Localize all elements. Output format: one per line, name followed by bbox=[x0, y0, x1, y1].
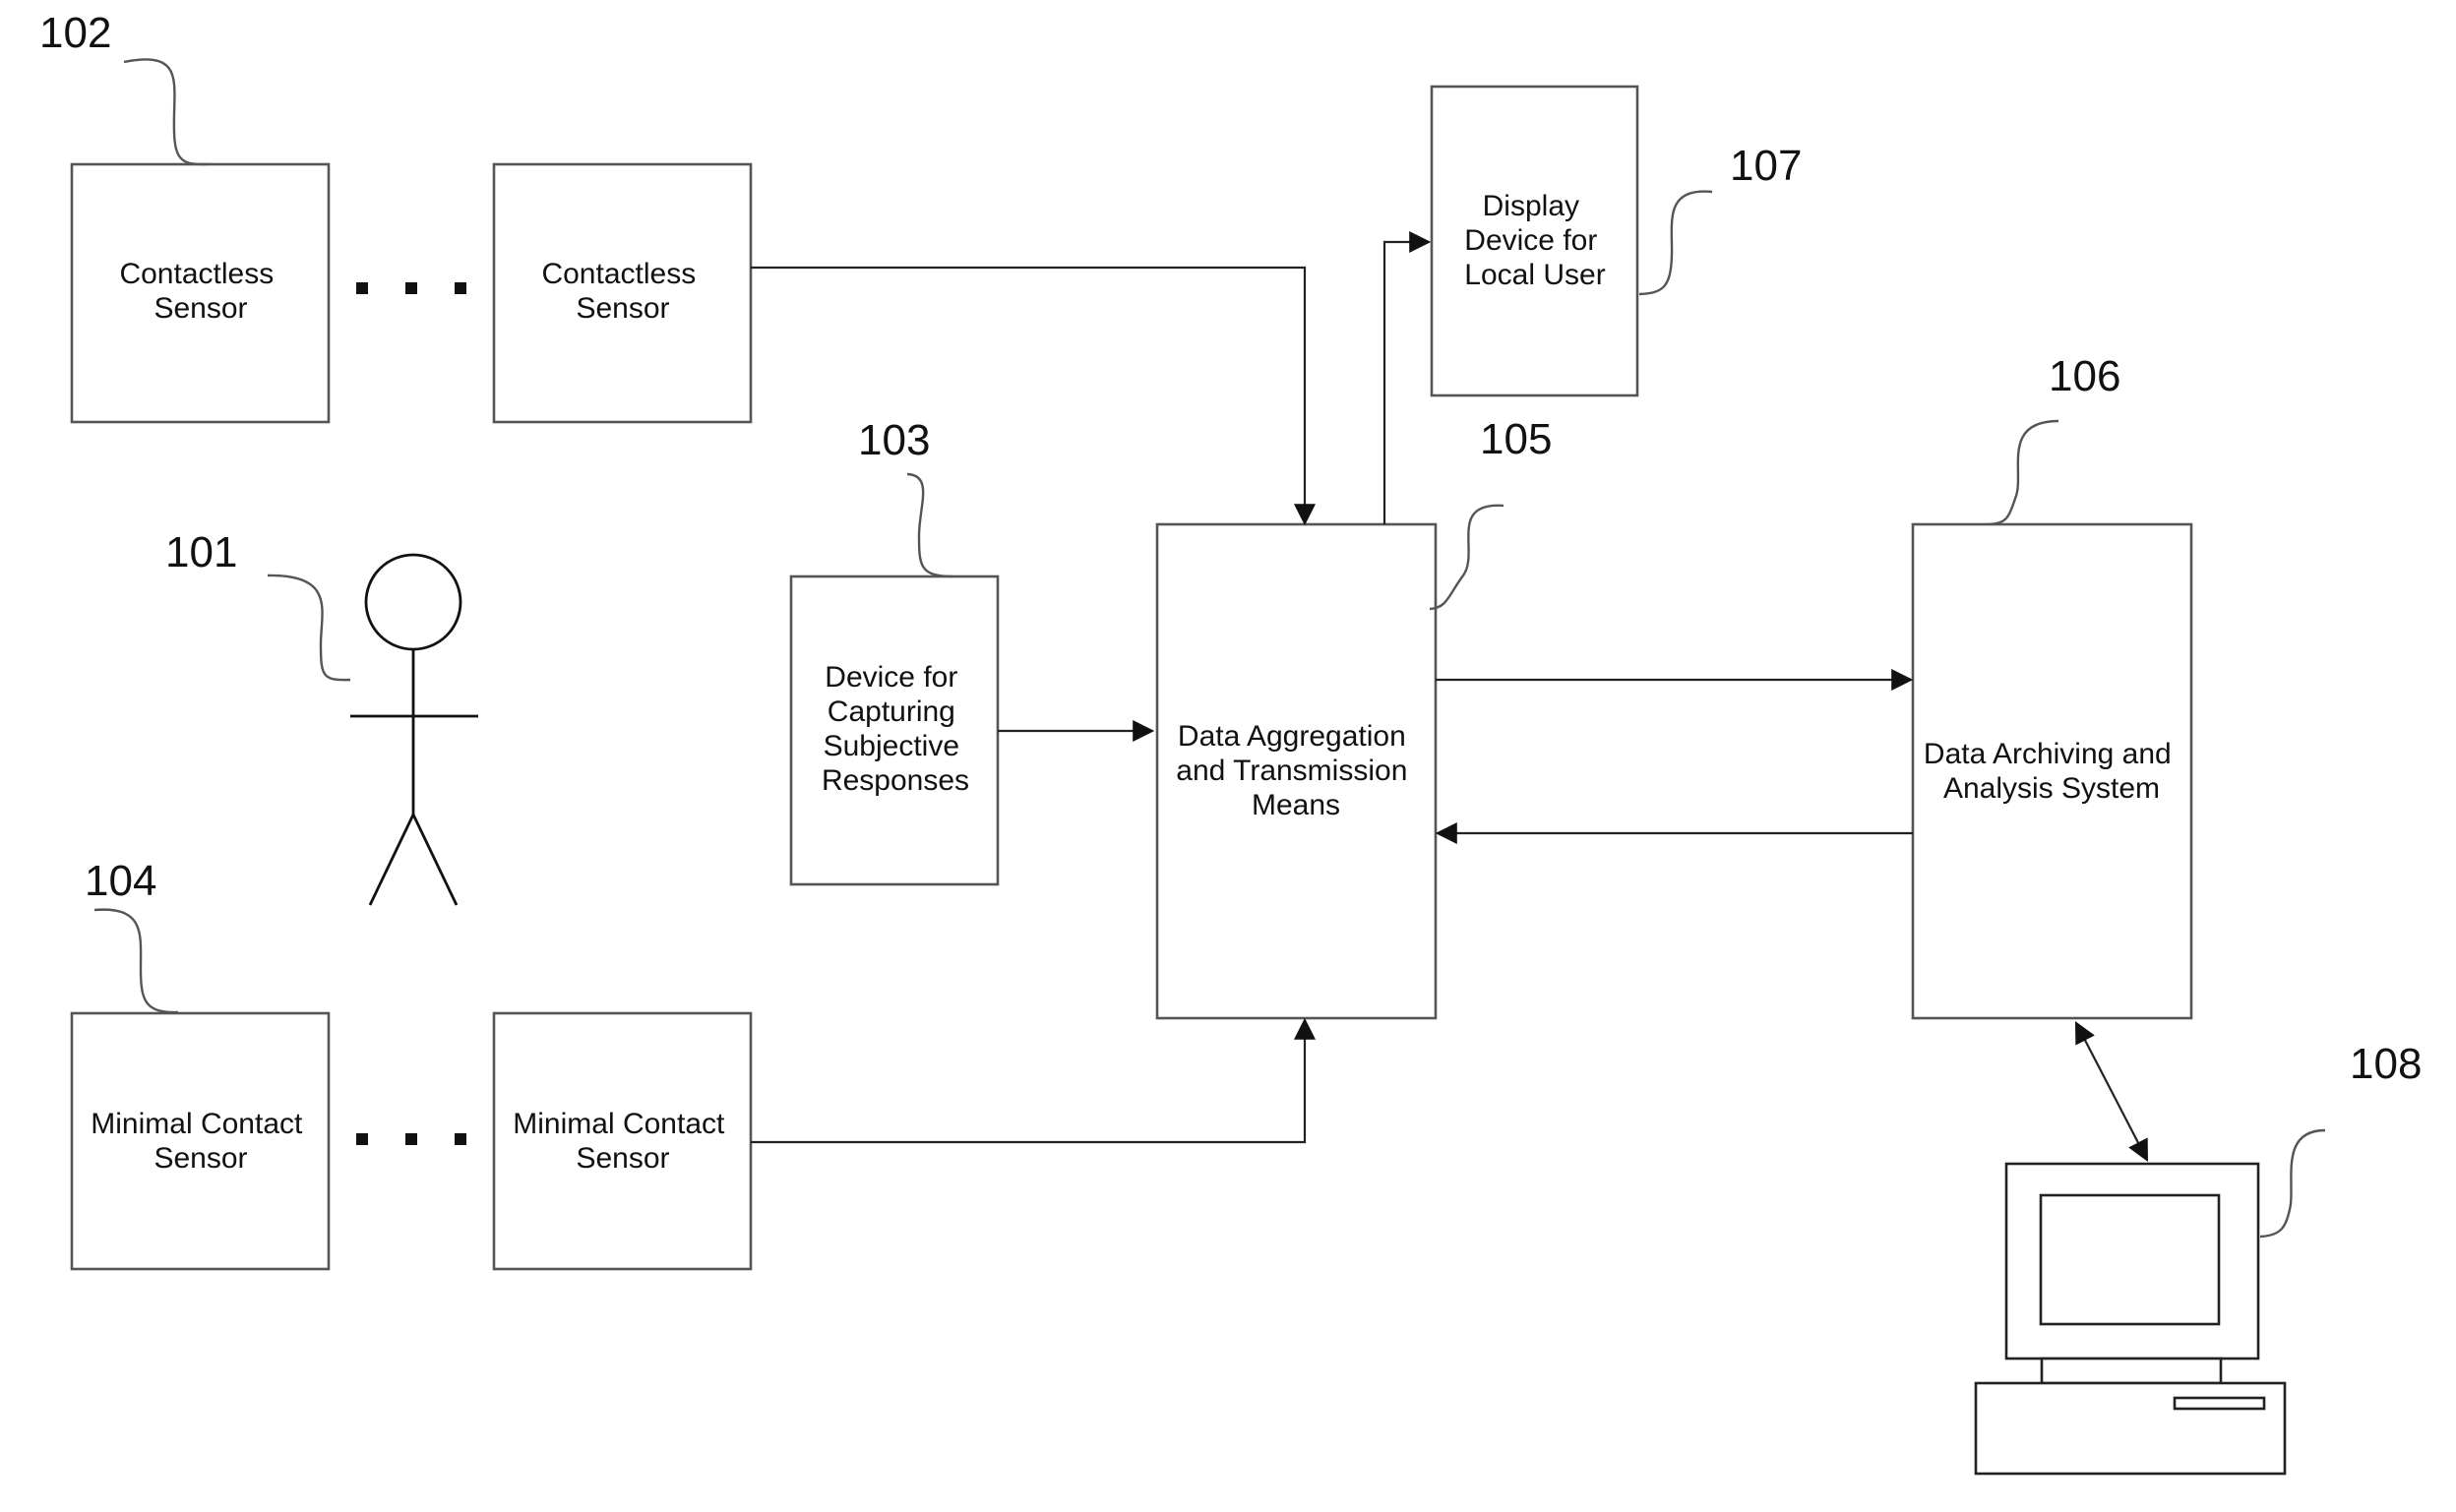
aggregation-box: Data Aggregation and Transmission Means bbox=[1157, 524, 1436, 1018]
ref-101-leader bbox=[268, 575, 350, 680]
minimal-contact-sensor-box-1: Minimal Contact Sensor bbox=[72, 1013, 329, 1269]
contactless-sensor-box-1: Contactless Sensor bbox=[72, 164, 329, 422]
ellipsis-dot bbox=[356, 282, 368, 294]
minimal-contact-sensor-ellipsis bbox=[356, 1133, 466, 1145]
remote-computer-icon bbox=[1976, 1164, 2285, 1474]
archiving-box: Data Archiving and Analysis System bbox=[1913, 524, 2191, 1018]
ref-106: 106 bbox=[2049, 352, 2120, 400]
computer-disk-slot bbox=[2175, 1398, 2264, 1409]
ref-101: 101 bbox=[165, 528, 237, 576]
display-device-box-label: Display Device for Local User bbox=[1464, 190, 1605, 291]
ellipsis-dot bbox=[405, 1133, 417, 1145]
ref-104: 104 bbox=[85, 857, 156, 905]
contactless-sensor-box-2: Contactless Sensor bbox=[494, 164, 751, 422]
minimal-contact-to-aggregation-arrow bbox=[751, 1020, 1305, 1142]
ellipsis-dot bbox=[405, 282, 417, 294]
archiving-computer-bidirectional-arrow bbox=[2076, 1023, 2147, 1160]
contactless-to-aggregation-arrow bbox=[751, 268, 1305, 523]
subject-stick-figure bbox=[350, 555, 478, 905]
ellipsis-dot bbox=[356, 1133, 368, 1145]
ref-102-leader bbox=[124, 59, 207, 164]
capture-device-box: Device for Capturing Subjective Response… bbox=[791, 576, 998, 884]
ellipsis-dot bbox=[455, 282, 466, 294]
ellipsis-dot bbox=[455, 1133, 466, 1145]
ref-107: 107 bbox=[1730, 142, 1802, 190]
subject-right-leg bbox=[413, 815, 457, 905]
ref-106-leader bbox=[1988, 421, 2058, 524]
ref-104-leader bbox=[94, 910, 178, 1012]
ref-103: 103 bbox=[858, 416, 930, 464]
ref-108-leader bbox=[2260, 1130, 2325, 1237]
subject-head bbox=[366, 555, 460, 649]
aggregation-to-display-arrow bbox=[1384, 242, 1429, 524]
ref-107-leader bbox=[1639, 192, 1712, 294]
contactless-sensor-ellipsis bbox=[356, 282, 466, 294]
computer-monitor-stand bbox=[2042, 1359, 2221, 1383]
ref-108: 108 bbox=[2350, 1040, 2422, 1088]
computer-screen bbox=[2041, 1195, 2219, 1324]
minimal-contact-sensor-box-2: Minimal Contact Sensor bbox=[494, 1013, 751, 1269]
ref-105-leader bbox=[1430, 506, 1504, 609]
ref-105: 105 bbox=[1480, 415, 1552, 463]
ref-102: 102 bbox=[39, 9, 111, 57]
subject-left-leg bbox=[370, 815, 413, 905]
display-device-box: Display Device for Local User bbox=[1432, 87, 1637, 395]
ref-103-leader bbox=[907, 474, 952, 576]
